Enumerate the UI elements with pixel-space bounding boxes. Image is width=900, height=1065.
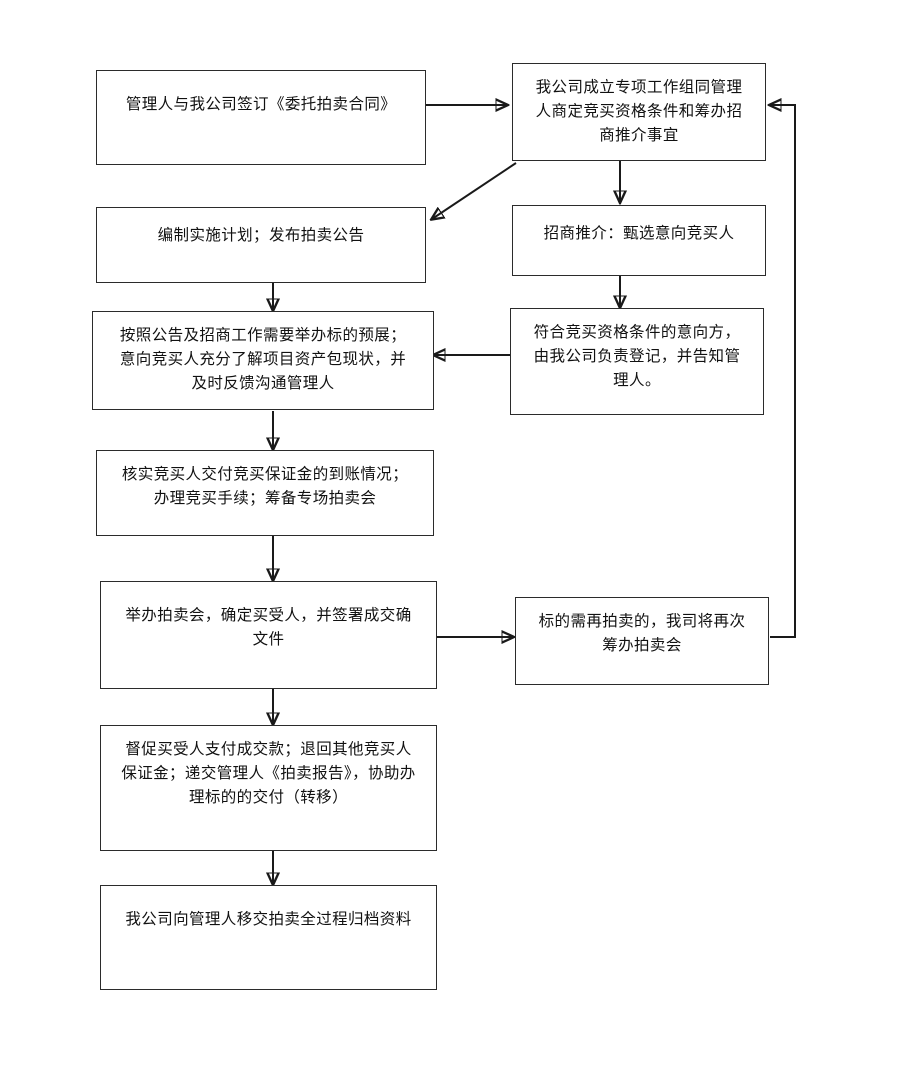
- flow-node-label: 标的需再拍卖的，我司将再次 筹办拍卖会: [538, 613, 746, 655]
- connector-n9-to-n2-feedback: [770, 105, 796, 638]
- flow-node-label: 核实竞买人交付竞买保证金的到账情况； 办理竞买手续；筹备专场拍卖会: [121, 466, 409, 508]
- connector-n2-to-n3: [432, 162, 517, 219]
- flow-node-label: 招商推介：甄选意向竞买人: [543, 225, 735, 242]
- flow-node-register-qualified-bidders[interactable]: 符合竞买资格条件的意向方， 由我公司负责登记，并告知管 理人。: [510, 308, 764, 415]
- flow-node-payment-and-delivery[interactable]: 督促买受人支付成交款；退回其他竞买人 保证金；递交管理人《拍卖报告》，协助办 理…: [100, 725, 437, 851]
- flow-node-label: 举办拍卖会，确定买受人，并签署成交确 文件: [125, 607, 412, 649]
- flow-node-preview-exhibition[interactable]: 按照公告及招商工作需要举办标的预展； 意向竞买人充分了解项目资产包现状，并 及时…: [92, 311, 434, 410]
- flow-node-label: 按照公告及招商工作需要举办标的预展； 意向竞买人充分了解项目资产包现状，并 及时…: [119, 327, 407, 393]
- flow-node-establish-working-group[interactable]: 我公司成立专项工作组同管理 人商定竞买资格条件和筹办招 商推介事宜: [512, 63, 766, 161]
- flow-node-label: 督促买受人支付成交款；退回其他竞买人 保证金；递交管理人《拍卖报告》，协助办 理…: [121, 741, 416, 807]
- flow-node-label: 编制实施计划；发布拍卖公告: [157, 227, 365, 244]
- flow-node-hold-auction-sign-confirmation[interactable]: 举办拍卖会，确定买受人，并签署成交确 文件: [100, 581, 437, 689]
- flow-node-label: 符合竞买资格条件的意向方， 由我公司负责登记，并告知管 理人。: [533, 324, 741, 390]
- flow-node-re-auction[interactable]: 标的需再拍卖的，我司将再次 筹办拍卖会: [515, 597, 769, 685]
- flow-node-sign-entrust-contract[interactable]: 管理人与我公司签订《委托拍卖合同》: [96, 70, 426, 165]
- flow-node-investment-promotion[interactable]: 招商推介：甄选意向竞买人: [512, 205, 766, 276]
- flow-node-transfer-archive-materials[interactable]: 我公司向管理人移交拍卖全过程归档资料: [100, 885, 437, 990]
- flow-node-label: 管理人与我公司签订《委托拍卖合同》: [125, 96, 397, 113]
- flow-node-label: 我公司向管理人移交拍卖全过程归档资料: [125, 911, 412, 928]
- flow-node-implementation-plan-announcement[interactable]: 编制实施计划；发布拍卖公告: [96, 207, 426, 283]
- flow-node-label: 我公司成立专项工作组同管理 人商定竞买资格条件和筹办招 商推介事宜: [535, 79, 743, 145]
- flow-node-verify-deposit-prepare-auction[interactable]: 核实竞买人交付竞买保证金的到账情况； 办理竞买手续；筹备专场拍卖会: [96, 450, 434, 536]
